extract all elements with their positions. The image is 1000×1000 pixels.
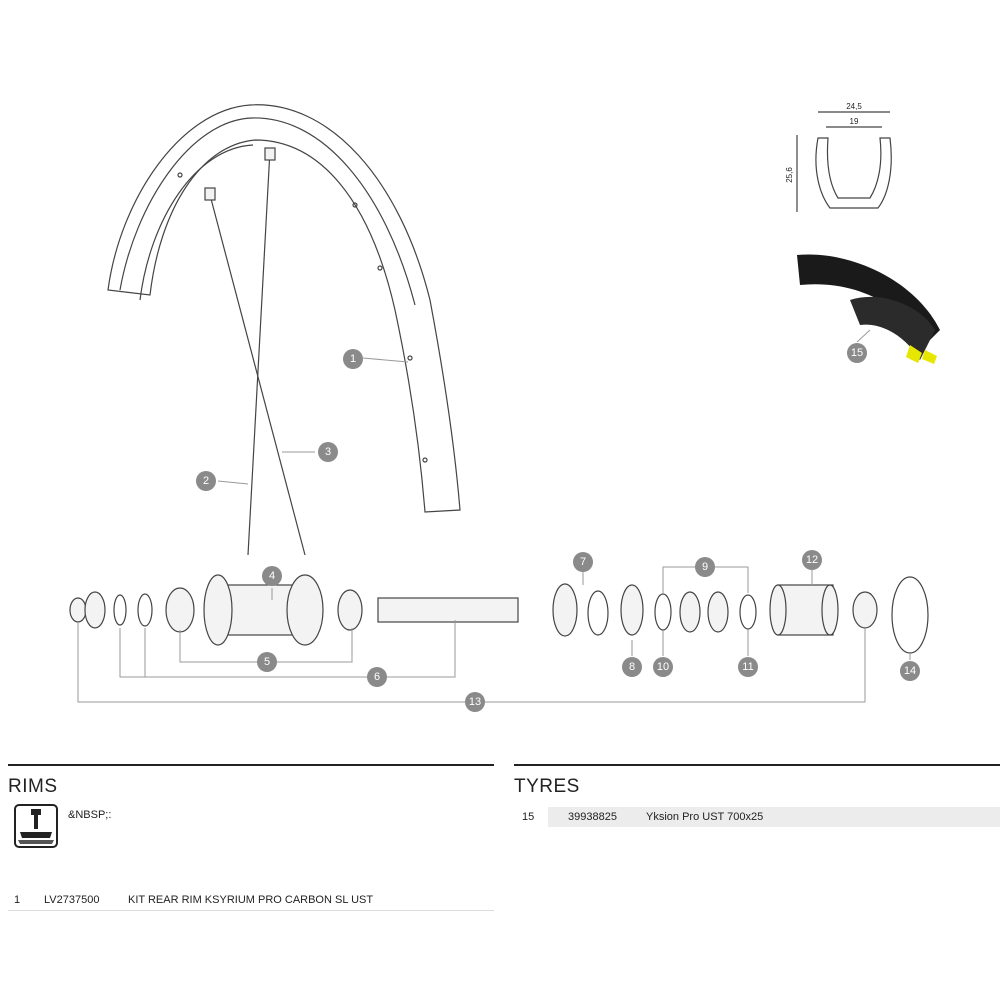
- callout-5: 5: [257, 652, 277, 672]
- callout-4: 4: [262, 566, 282, 586]
- tyres-row: 15 39938825 Yksion Pro UST 700x25: [514, 807, 1000, 827]
- callout-14: 14: [900, 661, 920, 681]
- callout-15: 15: [847, 343, 867, 363]
- svg-text:6: 6: [374, 671, 380, 683]
- svg-text:11: 11: [742, 661, 753, 673]
- rims-row: 1 LV2737500 KIT REAR RIM KSYRIUM PRO CAR…: [8, 890, 494, 911]
- rim-profile-drawing: 24,5 19 25,6: [785, 102, 892, 212]
- callout-13: 13: [465, 692, 485, 712]
- svg-text:12: 12: [806, 554, 818, 566]
- svg-text:7: 7: [580, 556, 586, 568]
- svg-text:2: 2: [203, 475, 209, 487]
- svg-text:13: 13: [469, 696, 481, 708]
- rim-inner-width: 19: [850, 117, 859, 126]
- callout-11: 11: [738, 657, 758, 677]
- tyres-row-num: 15: [514, 807, 548, 827]
- callout-12: 12: [802, 550, 822, 570]
- svg-text:5: 5: [264, 656, 270, 668]
- exploded-parts-diagram: 24,5 19 25,6: [69, 102, 940, 712]
- rims-section: RIMS &NBSP;: 1 LV2737500 KIT REAR RIM KS…: [8, 764, 494, 911]
- tyres-row-desc: Yksion Pro UST 700x25: [646, 811, 764, 823]
- callout-8: 8: [622, 657, 642, 677]
- callout-7: 7: [573, 552, 593, 572]
- callout-1: 1: [343, 349, 363, 369]
- spokes-drawing: [204, 147, 306, 556]
- tyres-title: TYRES: [514, 776, 580, 797]
- svg-text:9: 9: [702, 561, 708, 573]
- callout-10: 10: [653, 657, 673, 677]
- rims-row-num: 1: [14, 894, 21, 906]
- rims-row-desc: KIT REAR RIM KSYRIUM PRO CARBON SL UST: [128, 894, 374, 906]
- rims-note: &NBSP;:: [68, 809, 112, 821]
- svg-text:10: 10: [657, 661, 669, 673]
- callout-2: 2: [196, 471, 216, 491]
- callout-3: 3: [318, 442, 338, 462]
- tyres-section: TYRES 15 39938825 Yksion Pro UST 700x25: [514, 764, 1000, 827]
- tubeless-valve-icon: [14, 804, 58, 848]
- rims-rule: [8, 764, 494, 766]
- rims-row-code: LV2737500: [44, 894, 100, 906]
- svg-text:8: 8: [629, 661, 635, 673]
- rim-drawing: [107, 104, 461, 513]
- svg-text:14: 14: [904, 665, 916, 677]
- svg-text:3: 3: [325, 446, 331, 458]
- callout-9: 9: [695, 557, 715, 577]
- hub-parts-drawing: [69, 574, 929, 654]
- callout-6: 6: [367, 667, 387, 687]
- rims-title: RIMS: [8, 776, 58, 797]
- tyres-row-code: 39938825: [568, 811, 617, 823]
- leader-lines: [77, 329, 911, 703]
- tyres-rule: [514, 764, 1000, 766]
- svg-text:1: 1: [350, 353, 356, 365]
- tyre-drawing: [797, 254, 940, 364]
- rim-outer-width: 24,5: [846, 102, 862, 111]
- svg-text:15: 15: [851, 347, 863, 359]
- svg-text:4: 4: [269, 570, 275, 582]
- rim-height: 25,6: [785, 167, 794, 183]
